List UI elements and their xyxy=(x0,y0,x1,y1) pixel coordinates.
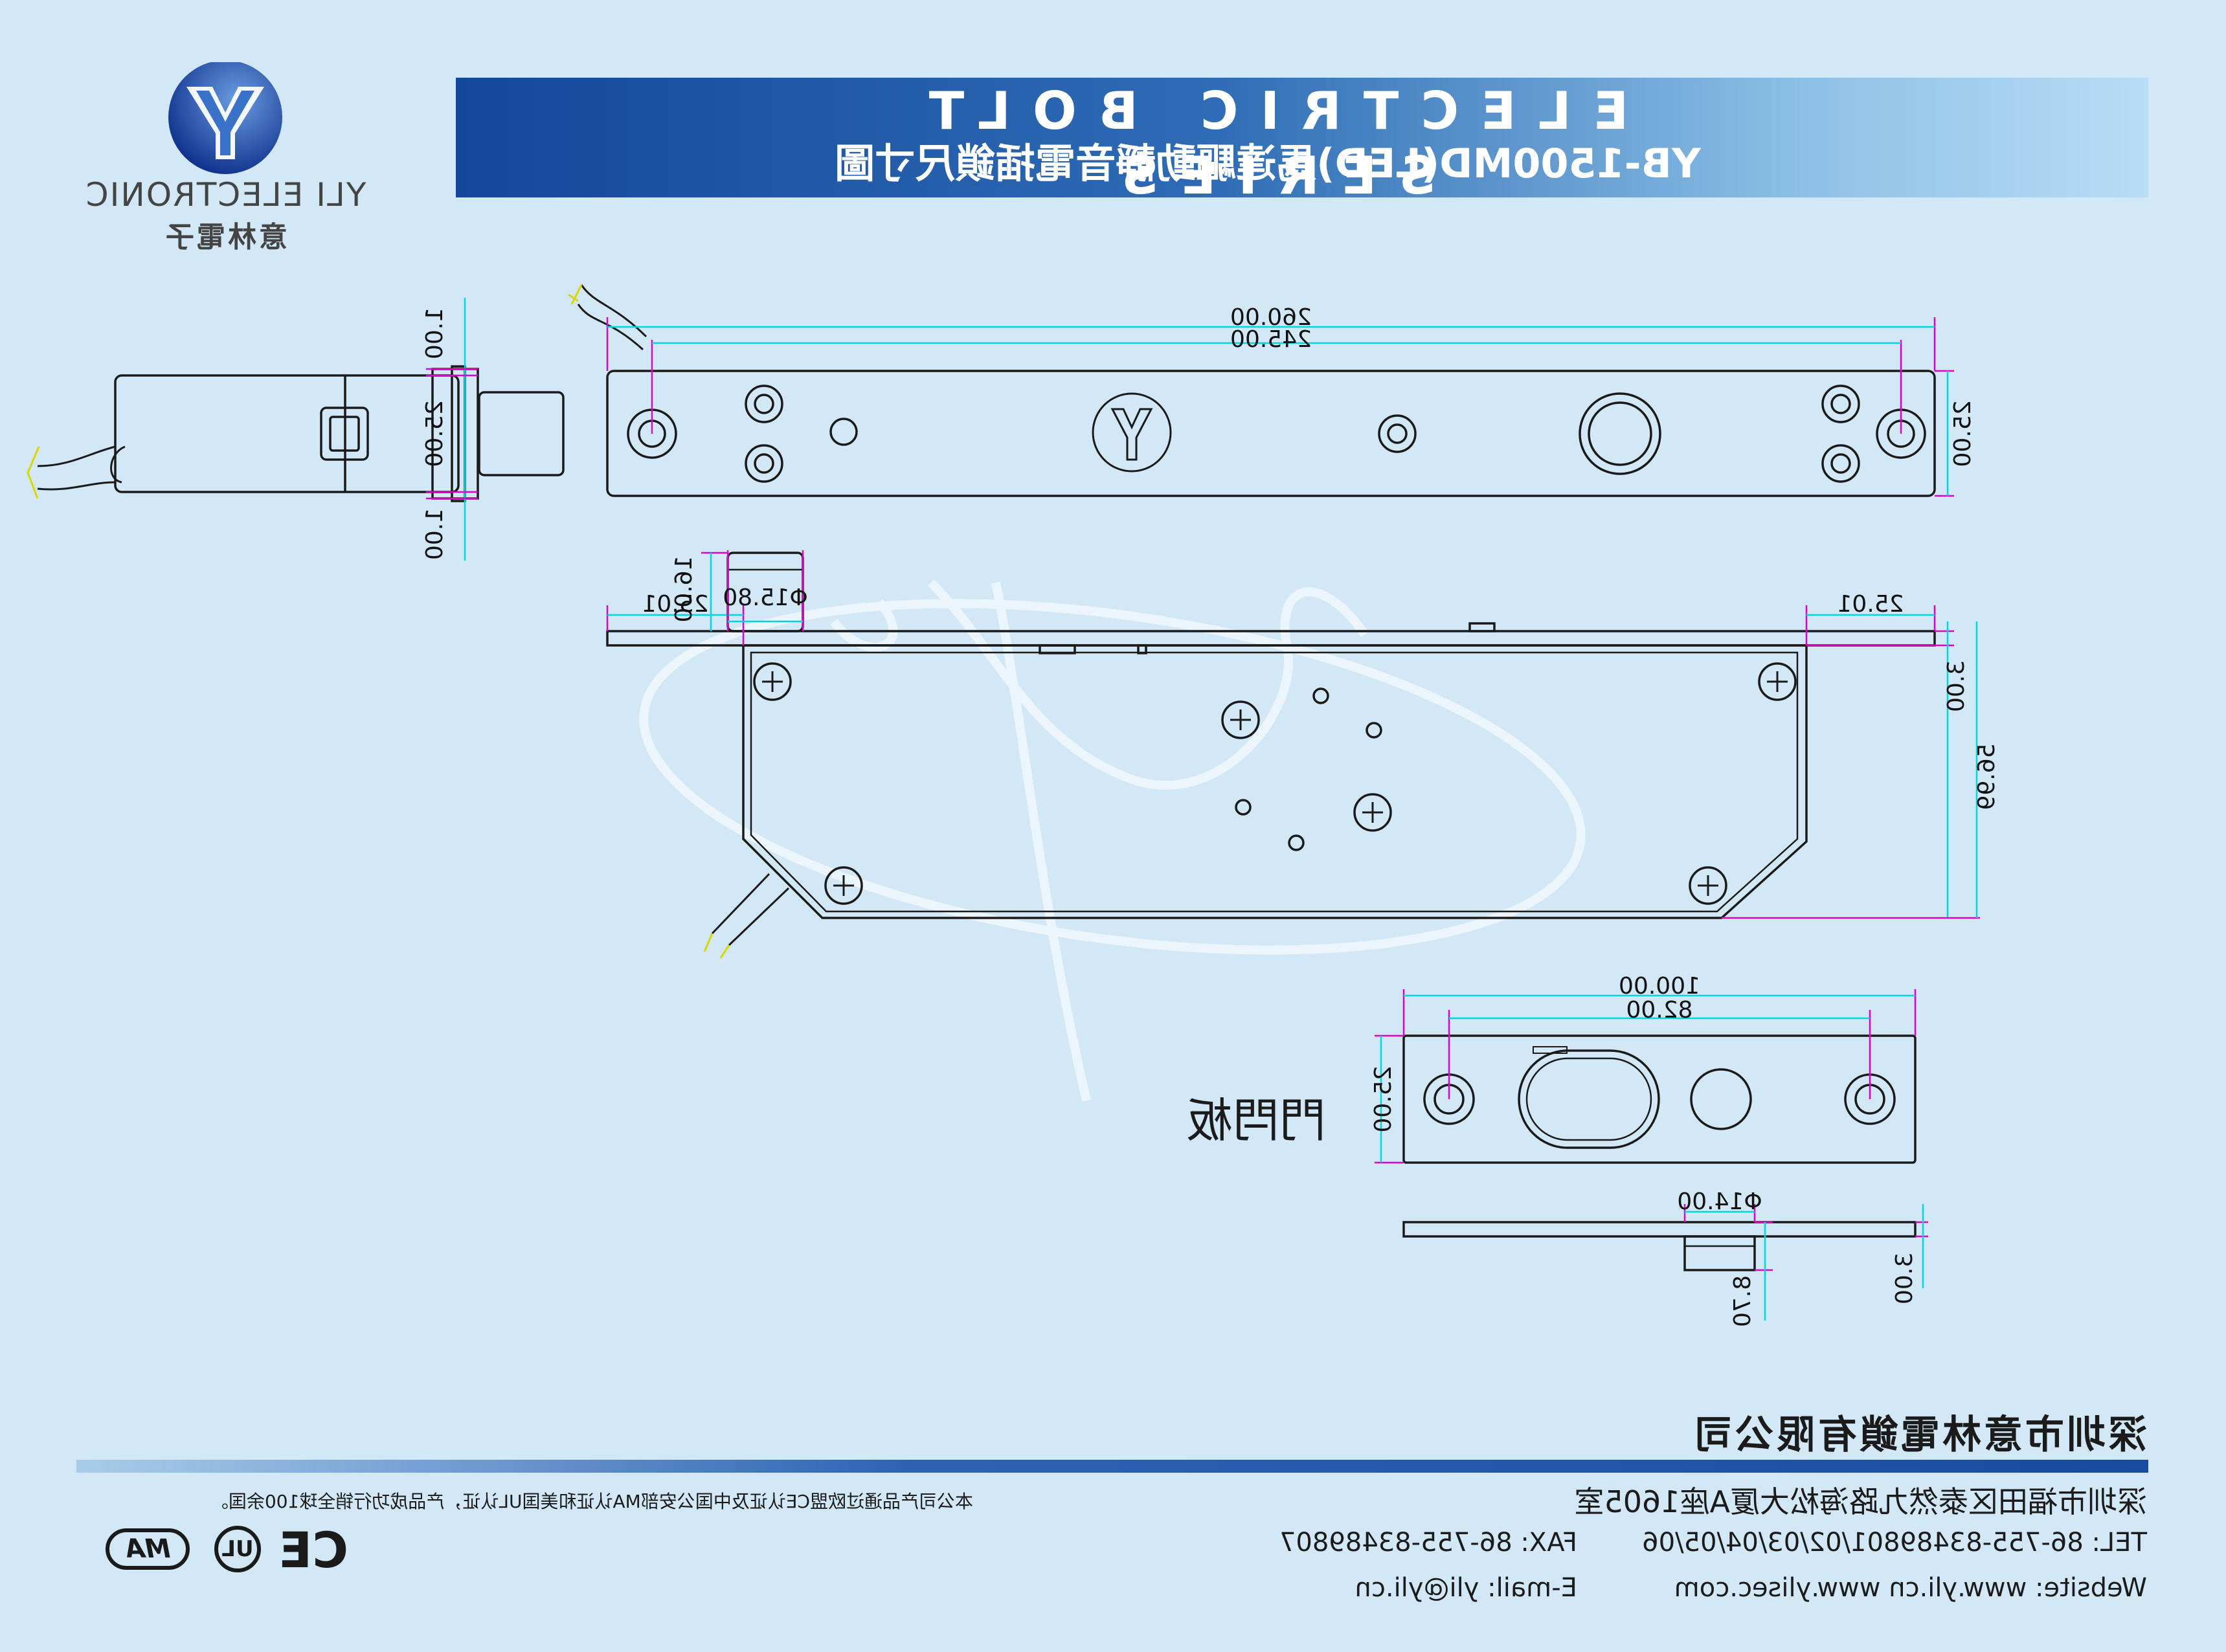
certification-note: 本公司产品通过欧盟CE认证及中国公安部MA认证和美国UL认证，产品成功行销全球1… xyxy=(210,1491,973,1512)
strike-plate-label: 門閂板 xyxy=(1186,1093,1326,1148)
dim-strike-thickness: 3.00 xyxy=(1891,1253,1918,1304)
tel: TEL: 86-755-83489801/02/03/04/05/06 xyxy=(1642,1528,2147,1557)
lock-body-face xyxy=(606,370,1936,497)
dim-strike-hole-spacing: 82.00 xyxy=(1626,997,1692,1023)
bottom-dimensions xyxy=(606,550,1980,919)
strike-dimensions xyxy=(1375,989,1928,1321)
watermark xyxy=(639,579,1586,1102)
dim-left-margin: 25.01 xyxy=(1837,591,1904,618)
cert-marks: CE UL MA xyxy=(76,1521,348,1579)
ce-mark: CE xyxy=(278,1521,348,1579)
dim-bolt-bottom: 1.00 xyxy=(422,508,448,560)
dim-strike-depth: 8.70 xyxy=(1729,1275,1756,1327)
dim-right-margin: 25.01 xyxy=(642,591,708,618)
fax: FAX: 86-755-83489807 xyxy=(1279,1528,1577,1557)
strike-plate xyxy=(1402,1034,1917,1271)
footer-bar xyxy=(76,1460,2148,1473)
dim-bolt-protrusion: 16.00 xyxy=(671,555,697,622)
company-name: 深圳市意林電鎖有限公司 xyxy=(1691,1412,2147,1458)
screw-crosses xyxy=(762,671,1788,896)
dim-strike-length: 100.00 xyxy=(1619,973,1700,999)
logo: YLI ELECTRONIC 意林電子 xyxy=(76,60,374,256)
dim-bolt-diameter: Φ15.80 xyxy=(723,585,807,611)
dim-bolt-height: 25.00 xyxy=(422,400,448,467)
dim-plate-thickness: 3.00 xyxy=(1943,660,1970,712)
email: E-mail: yli@yli.cn xyxy=(1355,1573,1577,1603)
address: 深圳市福田区泰然九路海松大厦A座1605室 xyxy=(1574,1484,2147,1519)
side-dimensions xyxy=(426,298,478,561)
dim-overall-length: 260.00 xyxy=(1230,304,1312,331)
website: Website: www.yli.cn www.ylisec.com xyxy=(1674,1573,2147,1603)
ul-mark: UL xyxy=(214,1526,261,1572)
yli-logo-icon xyxy=(168,60,282,174)
dim-strike-hole-diameter: Φ14.00 xyxy=(1677,1189,1762,1215)
dim-body-height: 56.99 xyxy=(1973,743,2000,810)
dim-hole-spacing: 245.00 xyxy=(1230,326,1312,353)
side-view xyxy=(37,365,565,502)
dim-height: 25.00 xyxy=(1950,400,1976,467)
dim-strike-height: 25.00 xyxy=(1370,1066,1397,1132)
top-view xyxy=(606,370,1936,497)
ma-mark: MA xyxy=(106,1528,190,1570)
dim-bolt-top: 1.00 xyxy=(422,307,448,359)
top-dimensions xyxy=(606,317,1954,497)
